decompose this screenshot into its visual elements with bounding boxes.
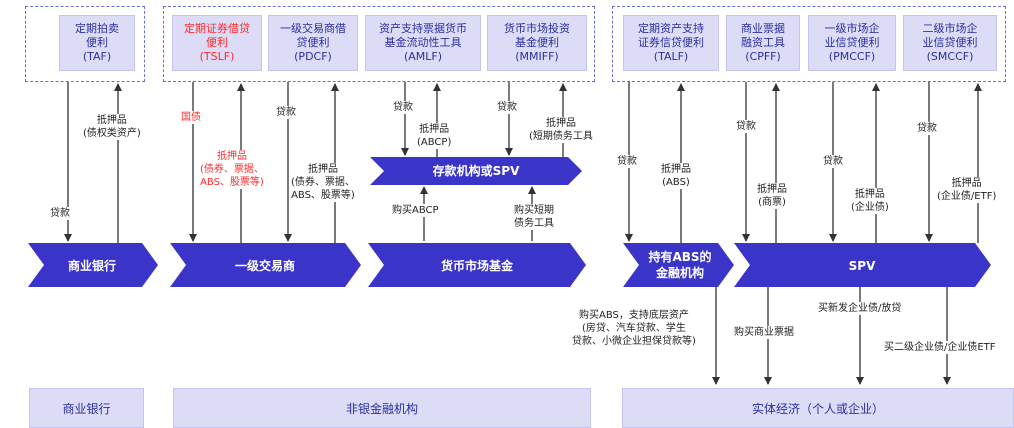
label-buy-abcp: 购买ABCP <box>392 204 439 217</box>
band-primary-dealer <box>170 243 361 287</box>
label-buy-abs: 购买ABS，支持底层资产(房贷、汽车贷款、学生贷款、小微企业担保贷款等) <box>572 310 696 347</box>
facility-smccf: 二级市场企业信贷便利(SMCCF) <box>903 15 997 71</box>
label-smccf-collateral: 抵押品(企业债/ETF) <box>937 177 997 203</box>
label-pdcf-loan: 贷款 <box>276 106 296 119</box>
label-cpff-loan: 贷款 <box>736 120 756 133</box>
band-abs-holder <box>623 243 734 287</box>
label-tslf-treasury: 国债 <box>181 111 201 124</box>
band-mmf <box>368 243 586 287</box>
label-pmccf-loan: 贷款 <box>823 155 843 168</box>
group-bank-border <box>25 6 145 82</box>
band-mmf-label: 货币市场基金 <box>441 258 514 273</box>
facility-pdcf: 一级交易商借贷便利(PDCF) <box>268 15 358 71</box>
label-buy-short: 购买短期债务工具 <box>514 204 554 230</box>
label-talf-loan: 贷款 <box>617 155 637 168</box>
band-depository-spv <box>370 157 582 185</box>
label-smccf-loan: 贷款 <box>917 122 937 135</box>
label-mmiff-collateral: 抵押品(短期债务工具 <box>529 117 593 143</box>
bottom-nonbank: 非银金融机构 <box>173 388 591 428</box>
band-spv <box>734 243 991 287</box>
band-commercial-bank <box>28 243 158 287</box>
facility-cpff: 商业票据融资工具(CPFF) <box>726 15 800 71</box>
label-pmccf-collateral: 抵押品(企业债) <box>851 188 889 214</box>
group-spv-border <box>612 6 1006 82</box>
label-cpff-collateral: 抵押品(商票) <box>757 183 787 209</box>
label-amlf-loan: 贷款 <box>393 101 413 114</box>
label-buy-cp: 购买商业票据 <box>734 326 794 339</box>
label-talf-collateral: 抵押品(ABS) <box>661 163 691 189</box>
facility-amlf: 资产支持票据货币基金流动性工具(AMLF) <box>365 15 481 71</box>
band-abs-holder-label-2: 金融机构 <box>655 265 704 280</box>
label-tslf-collateral: 抵押品(债券、票据、ABS、股票等) <box>200 150 264 189</box>
label-buy-new-bond: 买新发企业债/放贷 <box>818 302 902 315</box>
bottom-bank: 商业银行 <box>29 388 144 428</box>
facility-pmccf: 一级市场企业信贷便利(PMCCF) <box>808 15 896 71</box>
label-taf-collateral: 抵押品(债权类资产) <box>83 114 141 140</box>
label-amlf-collateral: 抵押品(ABCP) <box>417 123 452 149</box>
label-pdcf-collateral: 抵押品(债券、票据、ABS、股票等) <box>291 163 355 202</box>
band-primary-dealer-label: 一级交易商 <box>235 258 295 273</box>
label-buy-secondary: 买二级企业债/企业债ETF <box>884 341 996 354</box>
bottom-real-economy: 实体经济（个人或企业） <box>622 388 1014 428</box>
label-taf-loan: 贷款 <box>50 207 70 220</box>
facility-taf: 定期拍卖便利(TAF) <box>59 15 135 71</box>
group-nonbank-border <box>163 6 595 82</box>
band-abs-holder-label-1: 持有ABS的 <box>648 249 711 264</box>
facility-tslf: 定期证券借贷便利(TSLF) <box>172 15 262 71</box>
facility-talf: 定期资产支持证券信贷便利(TALF) <box>623 15 719 71</box>
facility-mmiff: 货币市场投资基金便利(MMIFF) <box>487 15 587 71</box>
band-commercial-bank-label: 商业银行 <box>68 258 116 273</box>
label-mmiff-loan: 贷款 <box>497 101 517 114</box>
band-depository-spv-label: 存款机构或SPV <box>432 163 520 178</box>
band-spv-label: SPV <box>849 259 876 273</box>
